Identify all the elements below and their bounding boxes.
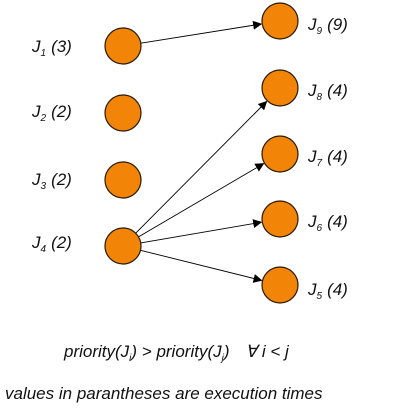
label-j2-letter: J	[31, 102, 41, 121]
label-j5-sub: 5	[317, 291, 323, 302]
formula-lhs: priority(J	[63, 342, 130, 361]
edge-j4-to-j7	[138, 163, 265, 238]
label-j7-letter: J	[307, 147, 317, 166]
label-j7-sub: 7	[317, 158, 323, 169]
nodes	[104, 2, 299, 304]
node-labels: J1(3) J2(2) J3(2) J4(2) J9(9) J8(4) J7(4…	[31, 15, 348, 302]
label-j9-sub: 9	[317, 26, 323, 37]
edge-j4-to-j6	[140, 219, 263, 244]
label-j5: J5 (4)	[307, 280, 348, 302]
label-j3-letter: J	[31, 170, 41, 189]
label-j6: J6 (4)	[307, 212, 348, 234]
formula-mid: ) > priority(J	[129, 342, 222, 361]
label-j1: J1 (3)	[31, 37, 72, 59]
formula-quantifier: ∀ i < j	[246, 342, 291, 361]
label-j3: J3 (2)	[31, 170, 72, 192]
label-j6-value: (4)	[327, 212, 348, 231]
label-j8-letter: J	[307, 81, 317, 100]
node-j4	[104, 227, 142, 265]
edge-j4-to-j5	[140, 249, 263, 283]
edge-j4-to-j8	[135, 100, 268, 234]
edges	[135, 20, 268, 283]
label-j6-letter: J	[307, 212, 317, 231]
label-j4-sub: 4	[41, 244, 47, 255]
label-j9-letter: J	[307, 15, 317, 34]
label-j3-sub: 3	[41, 181, 47, 192]
label-j7-value: (4)	[327, 147, 348, 166]
label-j1-value: (3)	[51, 37, 72, 56]
label-j5-letter: J	[307, 280, 317, 299]
label-j2: J2 (2)	[31, 102, 72, 124]
node-j2	[104, 94, 142, 132]
label-j4-value: (2)	[51, 233, 72, 252]
label-j7: J7 (4)	[307, 147, 348, 169]
formula-rhs-sub: j	[220, 353, 225, 364]
label-j9-value: (9)	[327, 15, 348, 34]
label-j1-letter: J	[31, 37, 41, 56]
label-j2-sub: 2	[40, 113, 47, 124]
node-j3	[104, 161, 142, 199]
label-j1-sub: 1	[41, 48, 47, 59]
node-j8	[261, 69, 299, 107]
label-j6-sub: 6	[317, 223, 323, 234]
caption: values in parantheses are execution time…	[5, 384, 323, 403]
node-j5	[261, 266, 299, 304]
priority-formula: priority(Ji) > priority(Jj) ∀ i < j	[63, 342, 290, 364]
label-j8-sub: 8	[317, 92, 323, 103]
label-j4-letter: J	[31, 233, 41, 252]
node-j6	[261, 200, 299, 238]
label-j4: J4 (2)	[31, 233, 72, 255]
node-j1	[104, 27, 142, 65]
label-j3-value: (2)	[51, 170, 72, 189]
formula-lhs-sub: i	[129, 353, 132, 364]
node-j7	[261, 135, 299, 173]
label-j8-value: (4)	[327, 81, 348, 100]
label-j5-value: (4)	[327, 280, 348, 299]
formula-close: )	[222, 342, 230, 361]
node-j9	[261, 2, 299, 40]
label-j9: J9 (9)	[307, 15, 348, 37]
edge-j1-to-j9	[140, 20, 263, 44]
label-j8: J8 (4)	[307, 81, 348, 103]
label-j2-value: (2)	[51, 102, 72, 121]
